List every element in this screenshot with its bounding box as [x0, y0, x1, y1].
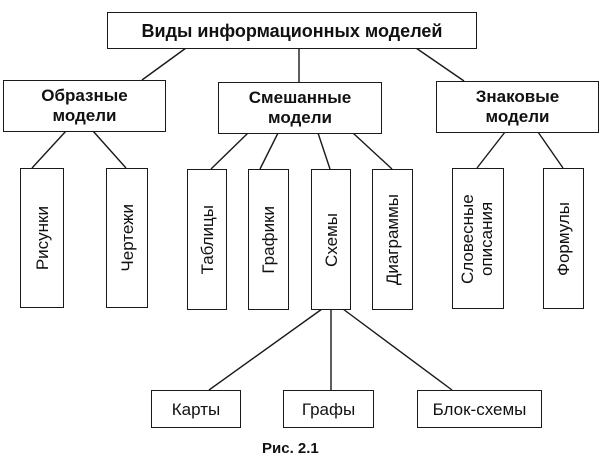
category-label: Образные модели — [41, 86, 128, 125]
leaf-drawings: Рисунки — [20, 168, 64, 308]
scheme-flowcharts: Блок-схемы — [417, 390, 542, 428]
link-root-symbolic — [415, 47, 465, 82]
scheme-label: Карты — [171, 399, 221, 419]
leaf-tables: Таблицы — [187, 169, 227, 310]
leaf-blueprints: Чертежи — [106, 168, 148, 308]
link-schemes-flowcharts — [342, 308, 453, 391]
link-mixed-graphs — [259, 132, 279, 170]
scheme-graphs: Графы — [283, 390, 374, 428]
leaf-label: Формулы — [554, 201, 573, 276]
leaf-label: Чертежи — [117, 204, 137, 272]
link-mixed-schemes — [317, 132, 331, 170]
scheme-label: Графы — [301, 399, 356, 419]
link-figurative-drawings — [31, 130, 67, 169]
link-root-figurative — [141, 47, 187, 81]
leaf-label: Схемы — [321, 212, 341, 267]
link-mixed-charts — [352, 132, 393, 170]
leaf-label: Диаграммы — [383, 193, 402, 286]
leaf-charts: Диаграммы — [372, 169, 413, 310]
link-mixed-tables — [210, 132, 249, 170]
category-mixed: Смешанные модели — [218, 82, 382, 134]
root-node: Виды информационных моделей — [107, 12, 477, 49]
category-figurative: Образные модели — [3, 80, 166, 132]
category-symbolic: Знаковые модели — [436, 81, 599, 133]
leaf-label: Рисунки — [32, 205, 52, 271]
leaf-schemes: Схемы — [311, 169, 351, 310]
scheme-maps: Карты — [151, 390, 241, 428]
leaf-label: Словесные описания — [458, 193, 496, 284]
leaf-graphs: Графики — [248, 169, 289, 310]
leaf-label: Графики — [259, 205, 278, 274]
figure-caption: Рис. 2.1 — [262, 440, 319, 457]
link-schemes-maps — [208, 308, 323, 391]
leaf-label: Таблицы — [197, 204, 217, 275]
category-label: Знаковые модели — [475, 87, 560, 126]
leaf-formulas: Формулы — [543, 168, 584, 309]
link-symbolic-formulas — [537, 131, 564, 169]
link-symbolic-verbal — [476, 131, 506, 169]
root-label: Виды информационных моделей — [141, 20, 443, 41]
scheme-label: Блок-схемы — [432, 399, 527, 419]
category-label: Смешанные модели — [248, 88, 352, 127]
link-figurative-blueprints — [92, 130, 127, 169]
leaf-verbal-descriptions: Словесные описания — [452, 168, 504, 309]
